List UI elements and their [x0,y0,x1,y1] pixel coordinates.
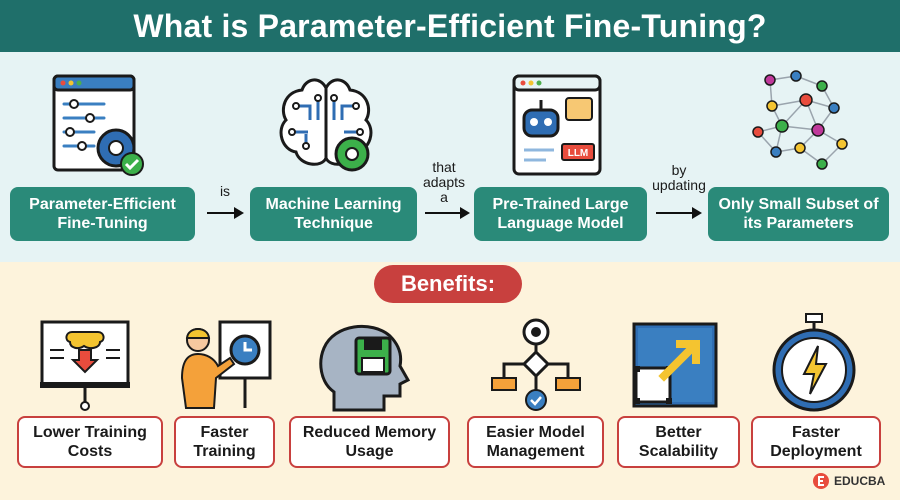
educba-logo-text: EDUCBA [834,474,886,488]
benefit-faster-deployment: Faster Deployment [751,416,881,468]
cost-presentation-icon [40,320,130,411]
stopwatch-icon [772,313,856,412]
educba-logo: EDUCBA [812,472,885,490]
benefits-label: Benefits: [374,265,522,303]
benefit-better-scalability: Better Scalability [617,416,740,468]
benefit-reduced-memory-usage: Reduced Memory Usage [289,416,450,468]
flow-box-pretrained-llm: Pre-Trained Large Language Model [474,187,647,241]
llm-badge-text: LLM [568,148,589,159]
settings-window-icon [52,74,144,176]
arrow-2 [425,207,470,219]
flow-box-ml-technique: Machine Learning Technique [250,187,417,241]
trainer-clock-icon [180,320,272,409]
neural-network-icon [752,70,848,170]
connector-is: is [219,183,231,199]
flow-box-small-subset: Only Small Subset of its Parameters [708,187,889,241]
arrow-1 [207,207,244,219]
scalability-icon [632,322,718,408]
llm-chatbot-icon: LLM [512,74,602,176]
flow-box-peft: Parameter-Efficient Fine-Tuning [10,187,195,241]
connector-by-updating: by updating [652,162,706,193]
educba-logo-icon [813,473,829,489]
head-memory-icon [319,324,411,412]
model-management-icon [491,318,581,411]
connector-that-adapts-a: that adapts a [422,159,466,205]
brain-gear-icon [279,78,373,172]
arrow-3 [656,207,702,219]
benefit-lower-training-costs: Lower Training Costs [17,416,163,468]
benefit-easier-model-management: Easier Model Management [467,416,604,468]
page-title: What is Parameter-Efficient Fine-Tuning? [0,0,900,52]
benefit-faster-training: Faster Training [174,416,275,468]
